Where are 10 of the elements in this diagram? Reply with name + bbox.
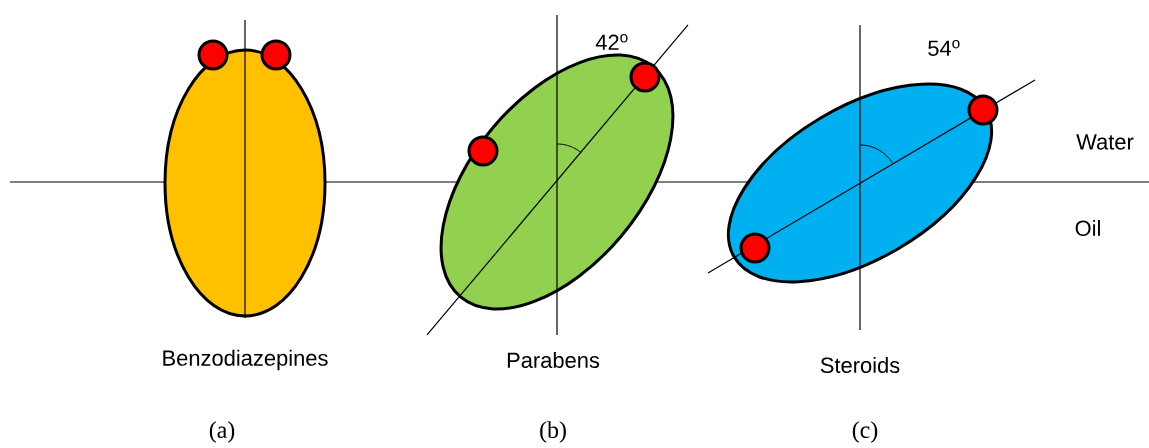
panel-label: (b) (540, 421, 566, 443)
angle-label: 54$^{o}$ (928, 40, 960, 56)
compound-label: Steroids (820, 356, 900, 374)
phase-label: Water (1076, 134, 1134, 150)
panel-label: (a) (209, 421, 235, 443)
panel-label: (c) (852, 421, 878, 443)
phase-label: Oil (1075, 219, 1100, 237)
angle-label: 42$^{o}$ (595, 34, 628, 50)
compound-label: Benzodiazepines (163, 349, 328, 371)
compound-label: Parabens (507, 351, 600, 369)
